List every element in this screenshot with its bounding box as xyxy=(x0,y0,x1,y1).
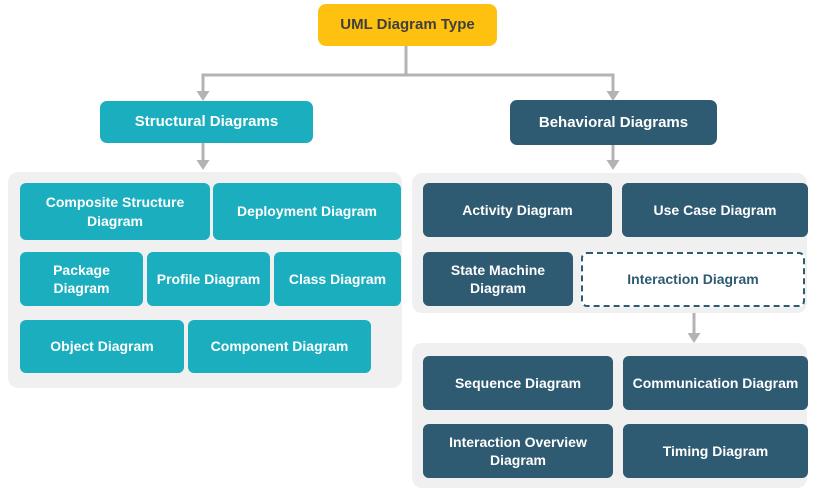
node-component-diagram[interactable]: Component Diagram xyxy=(188,320,371,373)
node-state-machine-diagram[interactable]: State Machine Diagram xyxy=(423,252,573,306)
interaction-diagrams-group: Sequence Diagram Communication Diagram I… xyxy=(412,343,808,488)
node-uml-diagram-type[interactable]: UML Diagram Type xyxy=(318,4,497,46)
arrowhead-interaction-group xyxy=(687,333,701,343)
node-profile-diagram[interactable]: Profile Diagram xyxy=(147,252,270,306)
node-communication-diagram[interactable]: Communication Diagram xyxy=(623,356,808,410)
arrowhead-behavioral-group xyxy=(606,160,620,170)
node-class-diagram[interactable]: Class Diagram xyxy=(274,252,401,306)
structural-diagrams-group: Composite Structure Diagram Deployment D… xyxy=(8,172,402,388)
node-sequence-diagram[interactable]: Sequence Diagram xyxy=(423,356,613,410)
node-deployment-diagram[interactable]: Deployment Diagram xyxy=(213,183,401,240)
node-package-diagram[interactable]: Package Diagram xyxy=(20,252,143,306)
node-activity-diagram[interactable]: Activity Diagram xyxy=(423,183,612,237)
node-use-case-diagram[interactable]: Use Case Diagram xyxy=(622,183,808,237)
behavioral-diagrams-group: Activity Diagram Use Case Diagram State … xyxy=(412,173,808,313)
node-object-diagram[interactable]: Object Diagram xyxy=(20,320,184,373)
node-interaction-diagram[interactable]: Interaction Diagram xyxy=(581,252,805,307)
node-structural-diagrams[interactable]: Structural Diagrams xyxy=(100,101,313,143)
arrowhead-structural-group xyxy=(196,160,210,170)
node-behavioral-diagrams[interactable]: Behavioral Diagrams xyxy=(510,100,717,145)
arrowhead-structural xyxy=(196,91,210,101)
node-composite-structure-diagram[interactable]: Composite Structure Diagram xyxy=(20,183,210,240)
node-timing-diagram[interactable]: Timing Diagram xyxy=(623,424,808,478)
arrowhead-behavioral xyxy=(606,91,620,101)
node-interaction-overview-diagram[interactable]: Interaction Overview Diagram xyxy=(423,424,613,478)
